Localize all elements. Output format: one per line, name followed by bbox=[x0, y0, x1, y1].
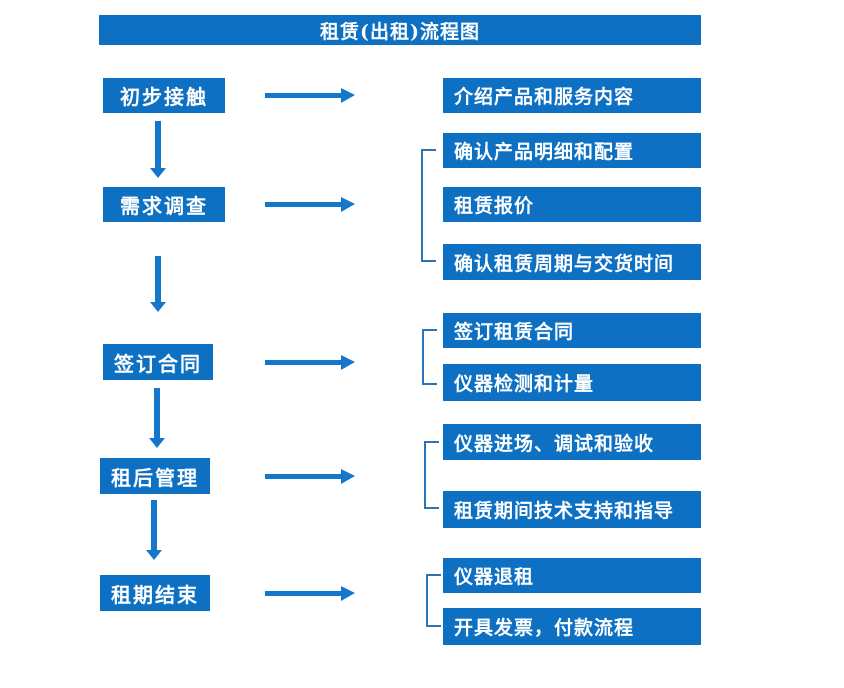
output-box-sign-rental-contract: 签订租赁合同 bbox=[443, 313, 701, 348]
right-arrow-icon bbox=[265, 88, 355, 103]
output-box-confirm-product-details: 确认产品明细和配置 bbox=[443, 133, 701, 168]
right-arrow-icon bbox=[265, 469, 355, 484]
stage-box-rental-end: 租期结束 bbox=[100, 575, 210, 611]
down-arrow-icon bbox=[150, 121, 166, 178]
output-box-invoice-payment: 开具发票，付款流程 bbox=[443, 608, 701, 645]
output-box-instrument-return: 仪器退租 bbox=[443, 558, 701, 593]
right-arrow-icon bbox=[265, 355, 355, 370]
output-box-rental-quote: 租赁报价 bbox=[443, 187, 701, 222]
output-box-introduce-products: 介绍产品和服务内容 bbox=[443, 78, 701, 113]
stage-box-initial-contact: 初步接触 bbox=[103, 78, 225, 113]
down-arrow-icon bbox=[149, 388, 165, 448]
flowchart-title: 租赁(出租)流程图 bbox=[99, 15, 701, 45]
bracket bbox=[422, 329, 437, 385]
bracket bbox=[421, 149, 436, 262]
stage-box-sign-contract: 签订合同 bbox=[103, 344, 213, 380]
output-box-instrument-testing: 仪器检测和计量 bbox=[443, 364, 701, 401]
right-arrow-icon bbox=[265, 197, 355, 212]
stage-box-post-rental-management: 租后管理 bbox=[100, 458, 210, 494]
bracket bbox=[426, 574, 441, 627]
stage-box-demand-survey: 需求调查 bbox=[103, 187, 225, 222]
bracket bbox=[424, 441, 439, 509]
down-arrow-icon bbox=[150, 256, 166, 312]
down-arrow-icon bbox=[146, 500, 162, 560]
output-box-confirm-rental-period: 确认租赁周期与交货时间 bbox=[443, 244, 701, 280]
output-box-instrument-entry-acceptance: 仪器进场、调试和验收 bbox=[443, 424, 701, 460]
output-box-tech-support: 租赁期间技术支持和指导 bbox=[443, 491, 701, 528]
right-arrow-icon bbox=[265, 586, 355, 601]
